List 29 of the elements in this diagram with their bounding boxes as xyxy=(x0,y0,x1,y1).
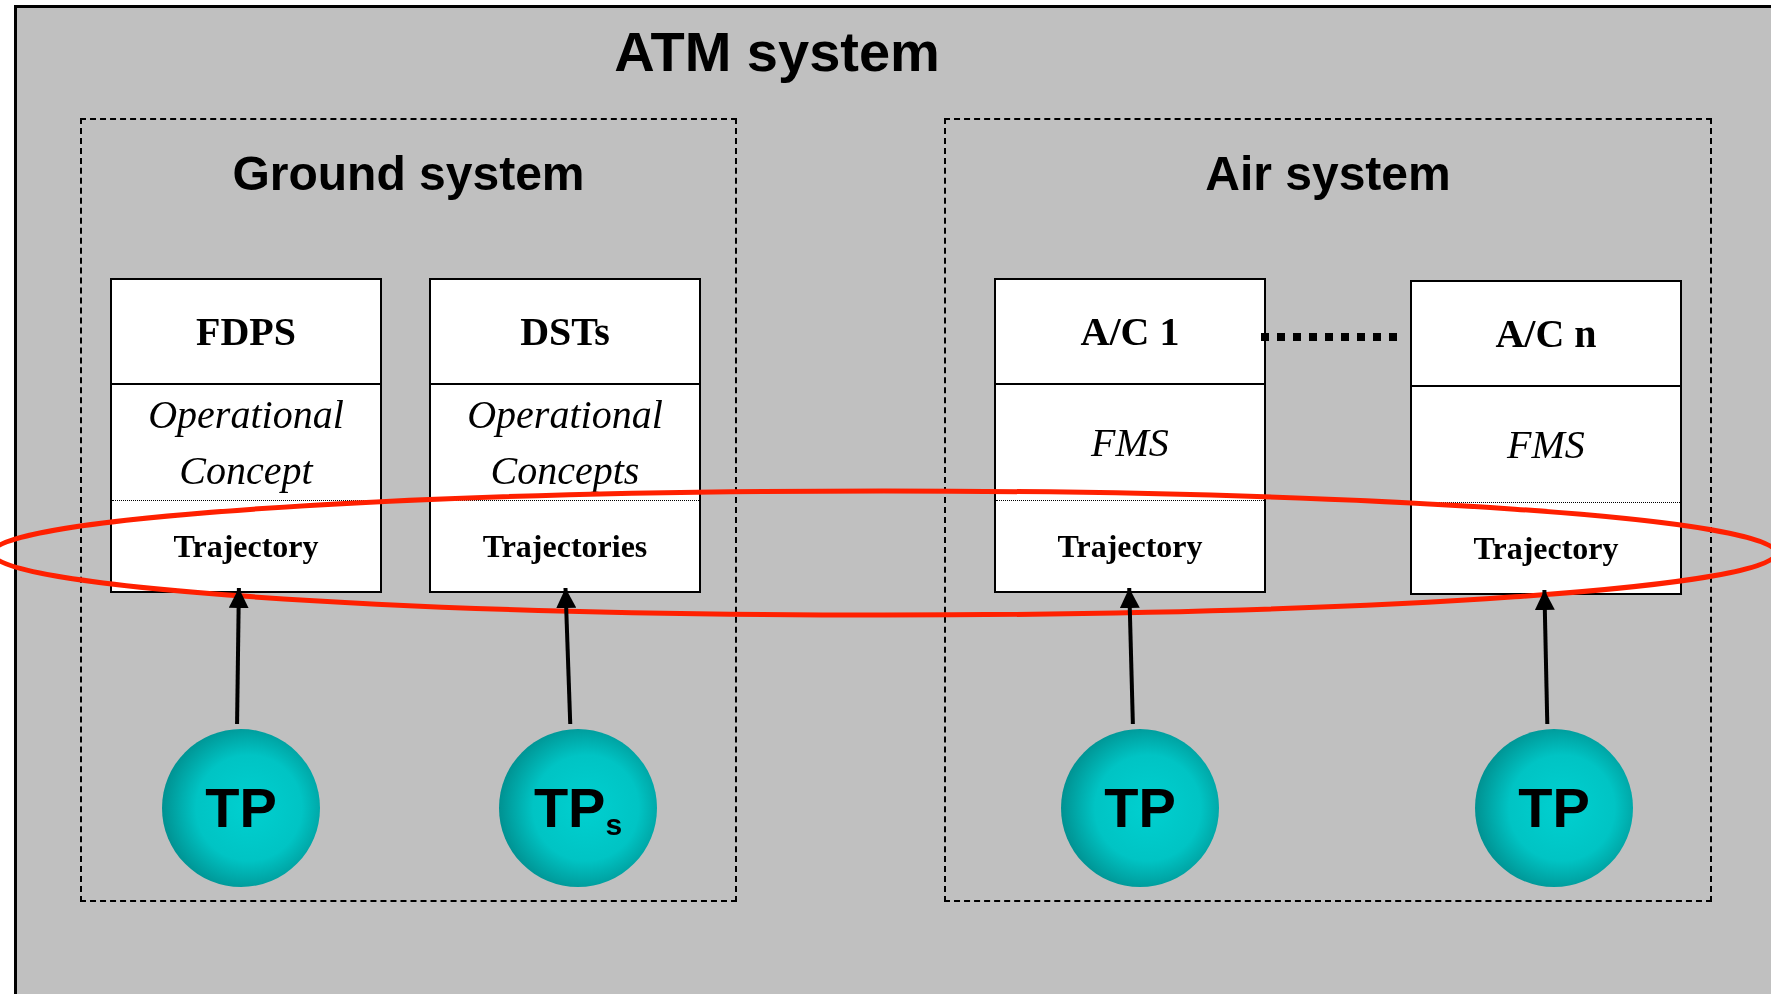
arrow xyxy=(1534,589,1555,725)
tp-label: TP xyxy=(205,780,277,836)
card-heading: FDPS xyxy=(196,311,296,352)
component-card xyxy=(429,278,701,593)
arrow xyxy=(228,587,249,725)
component-card xyxy=(994,278,1266,593)
card-footer: Trajectory xyxy=(173,530,319,562)
tp-label: TP$_{s}$ xyxy=(533,780,623,836)
subsystem-group xyxy=(80,118,737,902)
card-heading: DSTs xyxy=(520,311,610,352)
card-body: Operational Concept xyxy=(147,390,345,495)
card-heading: A/C 1 xyxy=(1080,311,1180,352)
card-body: FMS xyxy=(1091,418,1169,467)
card-footer: Trajectories xyxy=(482,530,648,562)
card-footer: Trajectory xyxy=(1057,530,1203,562)
component-card xyxy=(110,278,382,593)
arrow xyxy=(556,587,577,725)
card-body: FMS xyxy=(1507,420,1585,469)
tp-label: TP xyxy=(1518,780,1590,836)
group-title: Air system xyxy=(1204,150,1452,198)
card-heading: A/C n xyxy=(1495,313,1597,354)
component-card xyxy=(1410,280,1682,595)
card-body: Operational Concepts xyxy=(466,390,664,495)
card-footer: Trajectory xyxy=(1473,532,1619,564)
system-panel xyxy=(14,5,1771,994)
group-title: Ground system xyxy=(231,150,586,198)
arrow xyxy=(1119,587,1140,725)
subsystem-group xyxy=(944,118,1712,902)
tp-label: TP xyxy=(1104,780,1176,836)
